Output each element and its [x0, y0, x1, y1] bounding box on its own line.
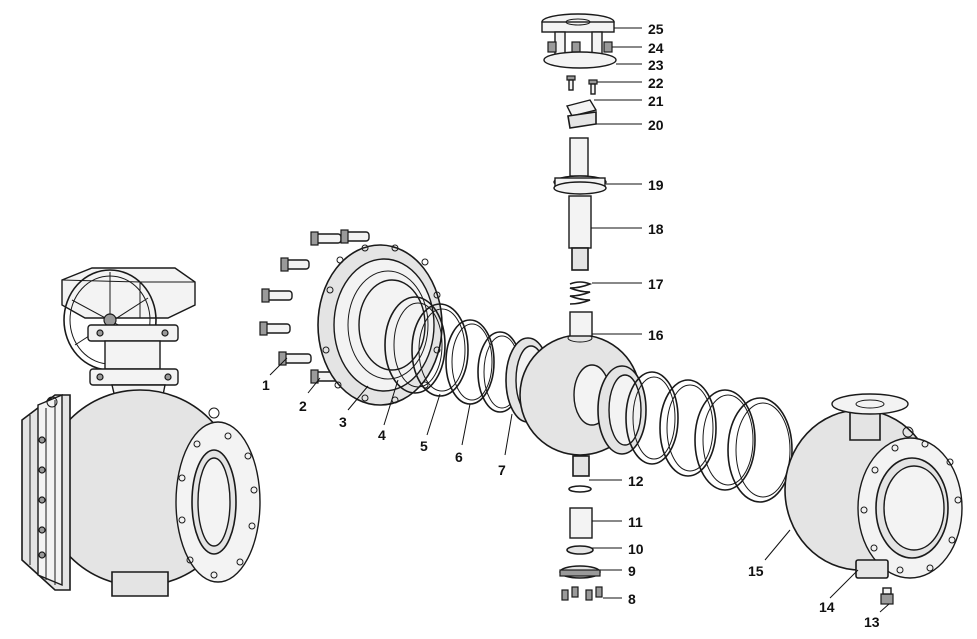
callout-1: 1: [262, 377, 270, 393]
key-and-adapter: [565, 99, 598, 129]
stem: [553, 137, 607, 271]
callout-19: 19: [648, 177, 664, 193]
callout-5: 5: [420, 438, 428, 454]
callout-13: 13: [864, 614, 880, 630]
callout-7: 7: [498, 462, 506, 478]
callout-20: 20: [648, 117, 664, 133]
callout-2: 2: [299, 398, 307, 414]
callout-4: 4: [378, 427, 386, 443]
right-seat-rings: [597, 365, 793, 503]
upper-bushing: [569, 311, 593, 337]
callout-25: 25: [648, 21, 664, 37]
callout-6: 6: [455, 449, 463, 465]
callout-12: 12: [628, 473, 644, 489]
callout-16: 16: [648, 327, 664, 343]
assembled-valve: [21, 267, 261, 597]
callout-17: 17: [648, 276, 664, 292]
callout-15: 15: [748, 563, 764, 579]
callout-labels: 1 2 3 4 5 6 7 8 9 10 11 12 13 14 15 16 1…: [262, 21, 880, 630]
end-cap-flange: [317, 244, 443, 406]
flange-bolts: [259, 229, 370, 384]
spring: [569, 281, 593, 305]
callout-10: 10: [628, 541, 644, 557]
mounting-bracket: [541, 13, 617, 69]
callout-24: 24: [648, 40, 664, 56]
callout-22: 22: [648, 75, 664, 91]
lower-trunnion-parts: [559, 455, 603, 601]
callout-11: 11: [628, 514, 643, 530]
leader-lines: [269, 27, 890, 613]
drain-plug: [880, 587, 894, 605]
callout-8: 8: [628, 591, 636, 607]
callout-23: 23: [648, 57, 664, 73]
right-body: [784, 393, 963, 579]
bracket-screws: [566, 75, 598, 95]
callout-18: 18: [648, 221, 664, 237]
callout-14: 14: [819, 599, 835, 615]
callout-9: 9: [628, 563, 636, 579]
callout-21: 21: [648, 93, 664, 109]
callout-3: 3: [339, 414, 347, 430]
